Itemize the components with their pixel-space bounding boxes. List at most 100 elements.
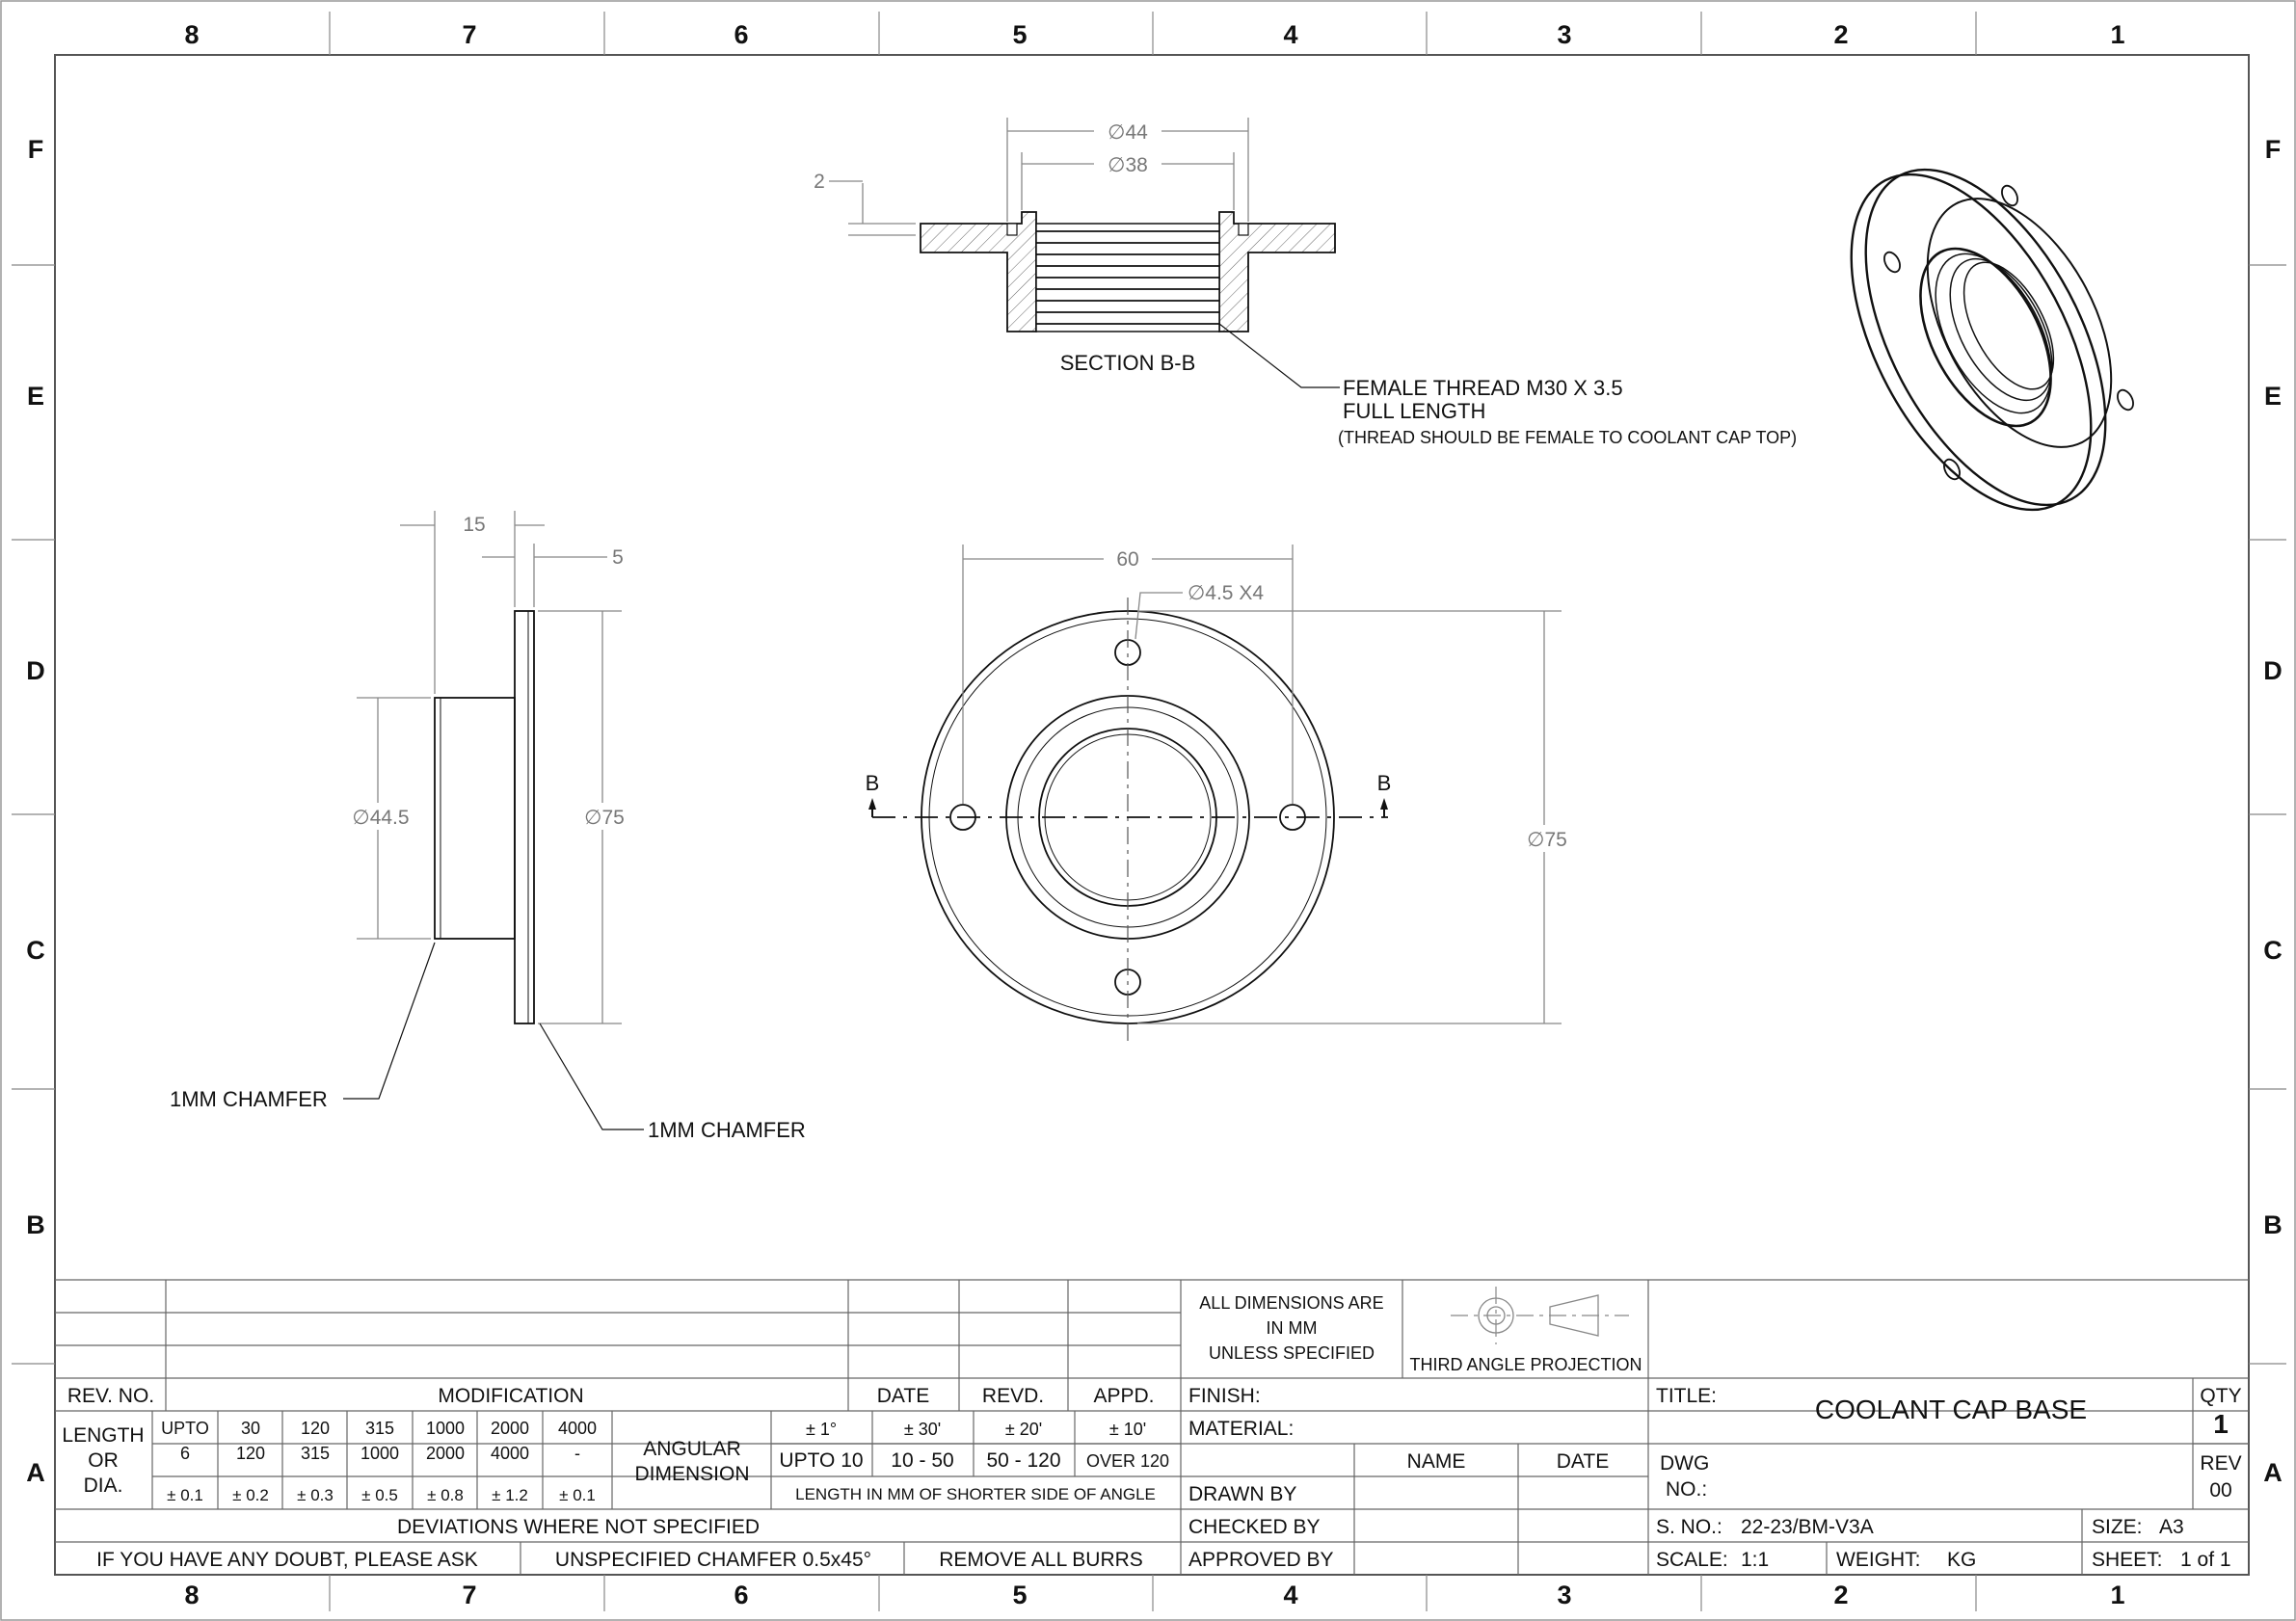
tb-weight-label: WEIGHT: <box>1836 1549 1921 1571</box>
tb-range-3-bottom: 315 <box>301 1444 330 1463</box>
section-dim-depth: 2 <box>814 171 825 193</box>
chamfer-left-note: 1MM CHAMFER <box>170 1087 328 1111</box>
tb-range-4-bottom: 1000 <box>360 1444 399 1463</box>
zone-col-3-bottom: 3 <box>1557 1581 1571 1609</box>
tb-range-7-tol: ± 0.1 <box>559 1486 596 1504</box>
tb-range-2-top: 30 <box>241 1419 260 1438</box>
zone-row-e-right: E <box>2264 382 2282 411</box>
tb-rev-no: REV. NO. <box>67 1385 154 1407</box>
iso-hole-3 <box>2117 388 2134 412</box>
zone-col-7-top: 7 <box>462 20 476 49</box>
section-dim-outer: ∅44 <box>1108 121 1148 144</box>
tb-range-5-bottom: 2000 <box>426 1444 465 1463</box>
tb-size-label: SIZE: <box>2092 1516 2143 1538</box>
section-dim-inner: ∅38 <box>1108 154 1148 176</box>
tb-projection: THIRD ANGLE PROJECTION <box>1409 1355 1642 1374</box>
zone-row-d-right: D <box>2263 656 2283 685</box>
thread-note-line1: FEMALE THREAD M30 X 3.5 <box>1343 376 1623 400</box>
iso-hole-1 <box>2001 184 2018 207</box>
tb-drawn-by: DRAWN BY <box>1188 1483 1296 1505</box>
tb-range-5-tol: ± 0.8 <box>427 1486 464 1504</box>
zone-row-a-right: A <box>2263 1458 2283 1487</box>
tb-units-2: IN MM <box>1267 1318 1318 1338</box>
tb-range-6-top: 2000 <box>491 1419 529 1438</box>
tb-title-label: TITLE: <box>1656 1385 1717 1407</box>
projection-symbol <box>1451 1287 1629 1344</box>
title-block: REV. NO. MODIFICATION DATE REVD. APPD. L… <box>55 1279 2249 1575</box>
tb-ang-range-1: UPTO 10 <box>779 1449 863 1472</box>
tb-s-no-label: S. NO.: <box>1656 1516 1722 1538</box>
tb-ang-tol-1: ± 1° <box>806 1420 837 1439</box>
tb-deviations: DEVIATIONS WHERE NOT SPECIFIED <box>397 1516 760 1538</box>
tb-units-1: ALL DIMENSIONS ARE <box>1199 1293 1383 1313</box>
section-title: SECTION B-B <box>1060 351 1196 375</box>
tb-range-2-tol: ± 0.2 <box>232 1486 269 1504</box>
tb-checked-by: CHECKED BY <box>1188 1516 1321 1538</box>
tb-sheet-label: SHEET: <box>2092 1549 2163 1571</box>
tb-appd: APPD. <box>1093 1385 1154 1407</box>
zone-col-3-top: 3 <box>1557 20 1571 49</box>
iso-flange-front <box>1850 173 2093 512</box>
tb-length-1: LENGTH <box>62 1424 144 1447</box>
zone-ticks <box>12 12 2286 1611</box>
section-groove-left <box>1006 223 1018 236</box>
side-boss <box>434 697 516 940</box>
tb-rev-label: REV <box>2200 1452 2241 1475</box>
tb-rev: 00 <box>2209 1479 2231 1501</box>
tb-ang-range-3: 50 - 120 <box>986 1449 1060 1472</box>
iso-hole-2 <box>1883 251 1901 274</box>
tb-chamfer: UNSPECIFIED CHAMFER 0.5x45° <box>555 1549 871 1571</box>
tb-angular-note: LENGTH IN MM OF SHORTER SIDE OF ANGLE <box>795 1485 1156 1503</box>
zone-row-f-left: F <box>28 135 44 164</box>
section-mark-right: B <box>1377 771 1392 795</box>
side-dim-flange: 5 <box>612 546 624 569</box>
tb-range-6-bottom: 4000 <box>491 1444 529 1463</box>
zone-col-4-bottom: 4 <box>1283 1581 1297 1609</box>
side-flange <box>514 610 535 1024</box>
isometric-view <box>1850 168 2134 512</box>
tb-dwg-label-1: DWG <box>1660 1452 1709 1475</box>
tb-range-6-tol: ± 1.2 <box>492 1486 528 1504</box>
tb-range-7-top: 4000 <box>558 1419 597 1438</box>
tb-range-1-bottom: 6 <box>180 1444 190 1463</box>
zone-col-2-bottom: 2 <box>1833 1581 1848 1609</box>
zone-row-f-right: F <box>2265 135 2282 164</box>
iso-hole-4 <box>1943 458 1961 481</box>
tb-range-1-top: UPTO <box>161 1419 209 1438</box>
tb-range-4-top: 315 <box>365 1419 394 1438</box>
iso-boss <box>1926 198 2113 448</box>
tb-burrs: REMOVE ALL BURRS <box>939 1549 1143 1571</box>
tb-angular-2: DIMENSION <box>634 1463 749 1485</box>
tb-sheet: 1 of 1 <box>2180 1549 2231 1571</box>
tb-ang-range-2: 10 - 50 <box>891 1449 953 1472</box>
tb-size: A3 <box>2159 1516 2184 1538</box>
tb-ang-range-4: OVER 120 <box>1086 1451 1169 1471</box>
tb-range-1-tol: ± 0.1 <box>167 1486 203 1504</box>
zone-col-1-top: 1 <box>2110 20 2124 49</box>
tb-dwg-label-2: NO.: <box>1666 1478 1707 1501</box>
zone-col-8-top: 8 <box>184 20 199 49</box>
zone-col-8-bottom: 8 <box>184 1581 199 1609</box>
side-dim-boss: ∅44.5 <box>352 807 409 829</box>
tb-length-3: DIA. <box>84 1475 123 1497</box>
tb-finish: FINISH: <box>1188 1385 1261 1407</box>
section-right-body <box>1218 211 1336 332</box>
iso-bore <box>1919 247 2052 428</box>
tb-modification: MODIFICATION <box>438 1385 583 1407</box>
section-view: ∅44 ∅38 2 SECTION B-B FEMALE THREAD M30 … <box>814 118 1797 447</box>
tb-qty: 1 <box>2213 1409 2229 1439</box>
zone-row-e-left: E <box>27 382 44 411</box>
zone-col-2-top: 2 <box>1833 20 1848 49</box>
tb-revd: REVD. <box>982 1385 1044 1407</box>
tb-approved-by: APPROVED BY <box>1188 1549 1334 1571</box>
zone-row-a-left: A <box>26 1458 45 1487</box>
zone-row-d-left: D <box>26 656 45 685</box>
zone-row-c-left: C <box>26 936 45 965</box>
tb-range-2-bottom: 120 <box>236 1444 265 1463</box>
tb-scale-label: SCALE: <box>1656 1549 1728 1571</box>
zone-col-6-bottom: 6 <box>734 1581 748 1609</box>
zone-col-4-top: 4 <box>1283 20 1297 49</box>
thread-note-line3: (THREAD SHOULD BE FEMALE TO COOLANT CAP … <box>1338 428 1797 447</box>
zone-row-b-left: B <box>26 1210 45 1239</box>
section-groove-right <box>1238 223 1249 236</box>
